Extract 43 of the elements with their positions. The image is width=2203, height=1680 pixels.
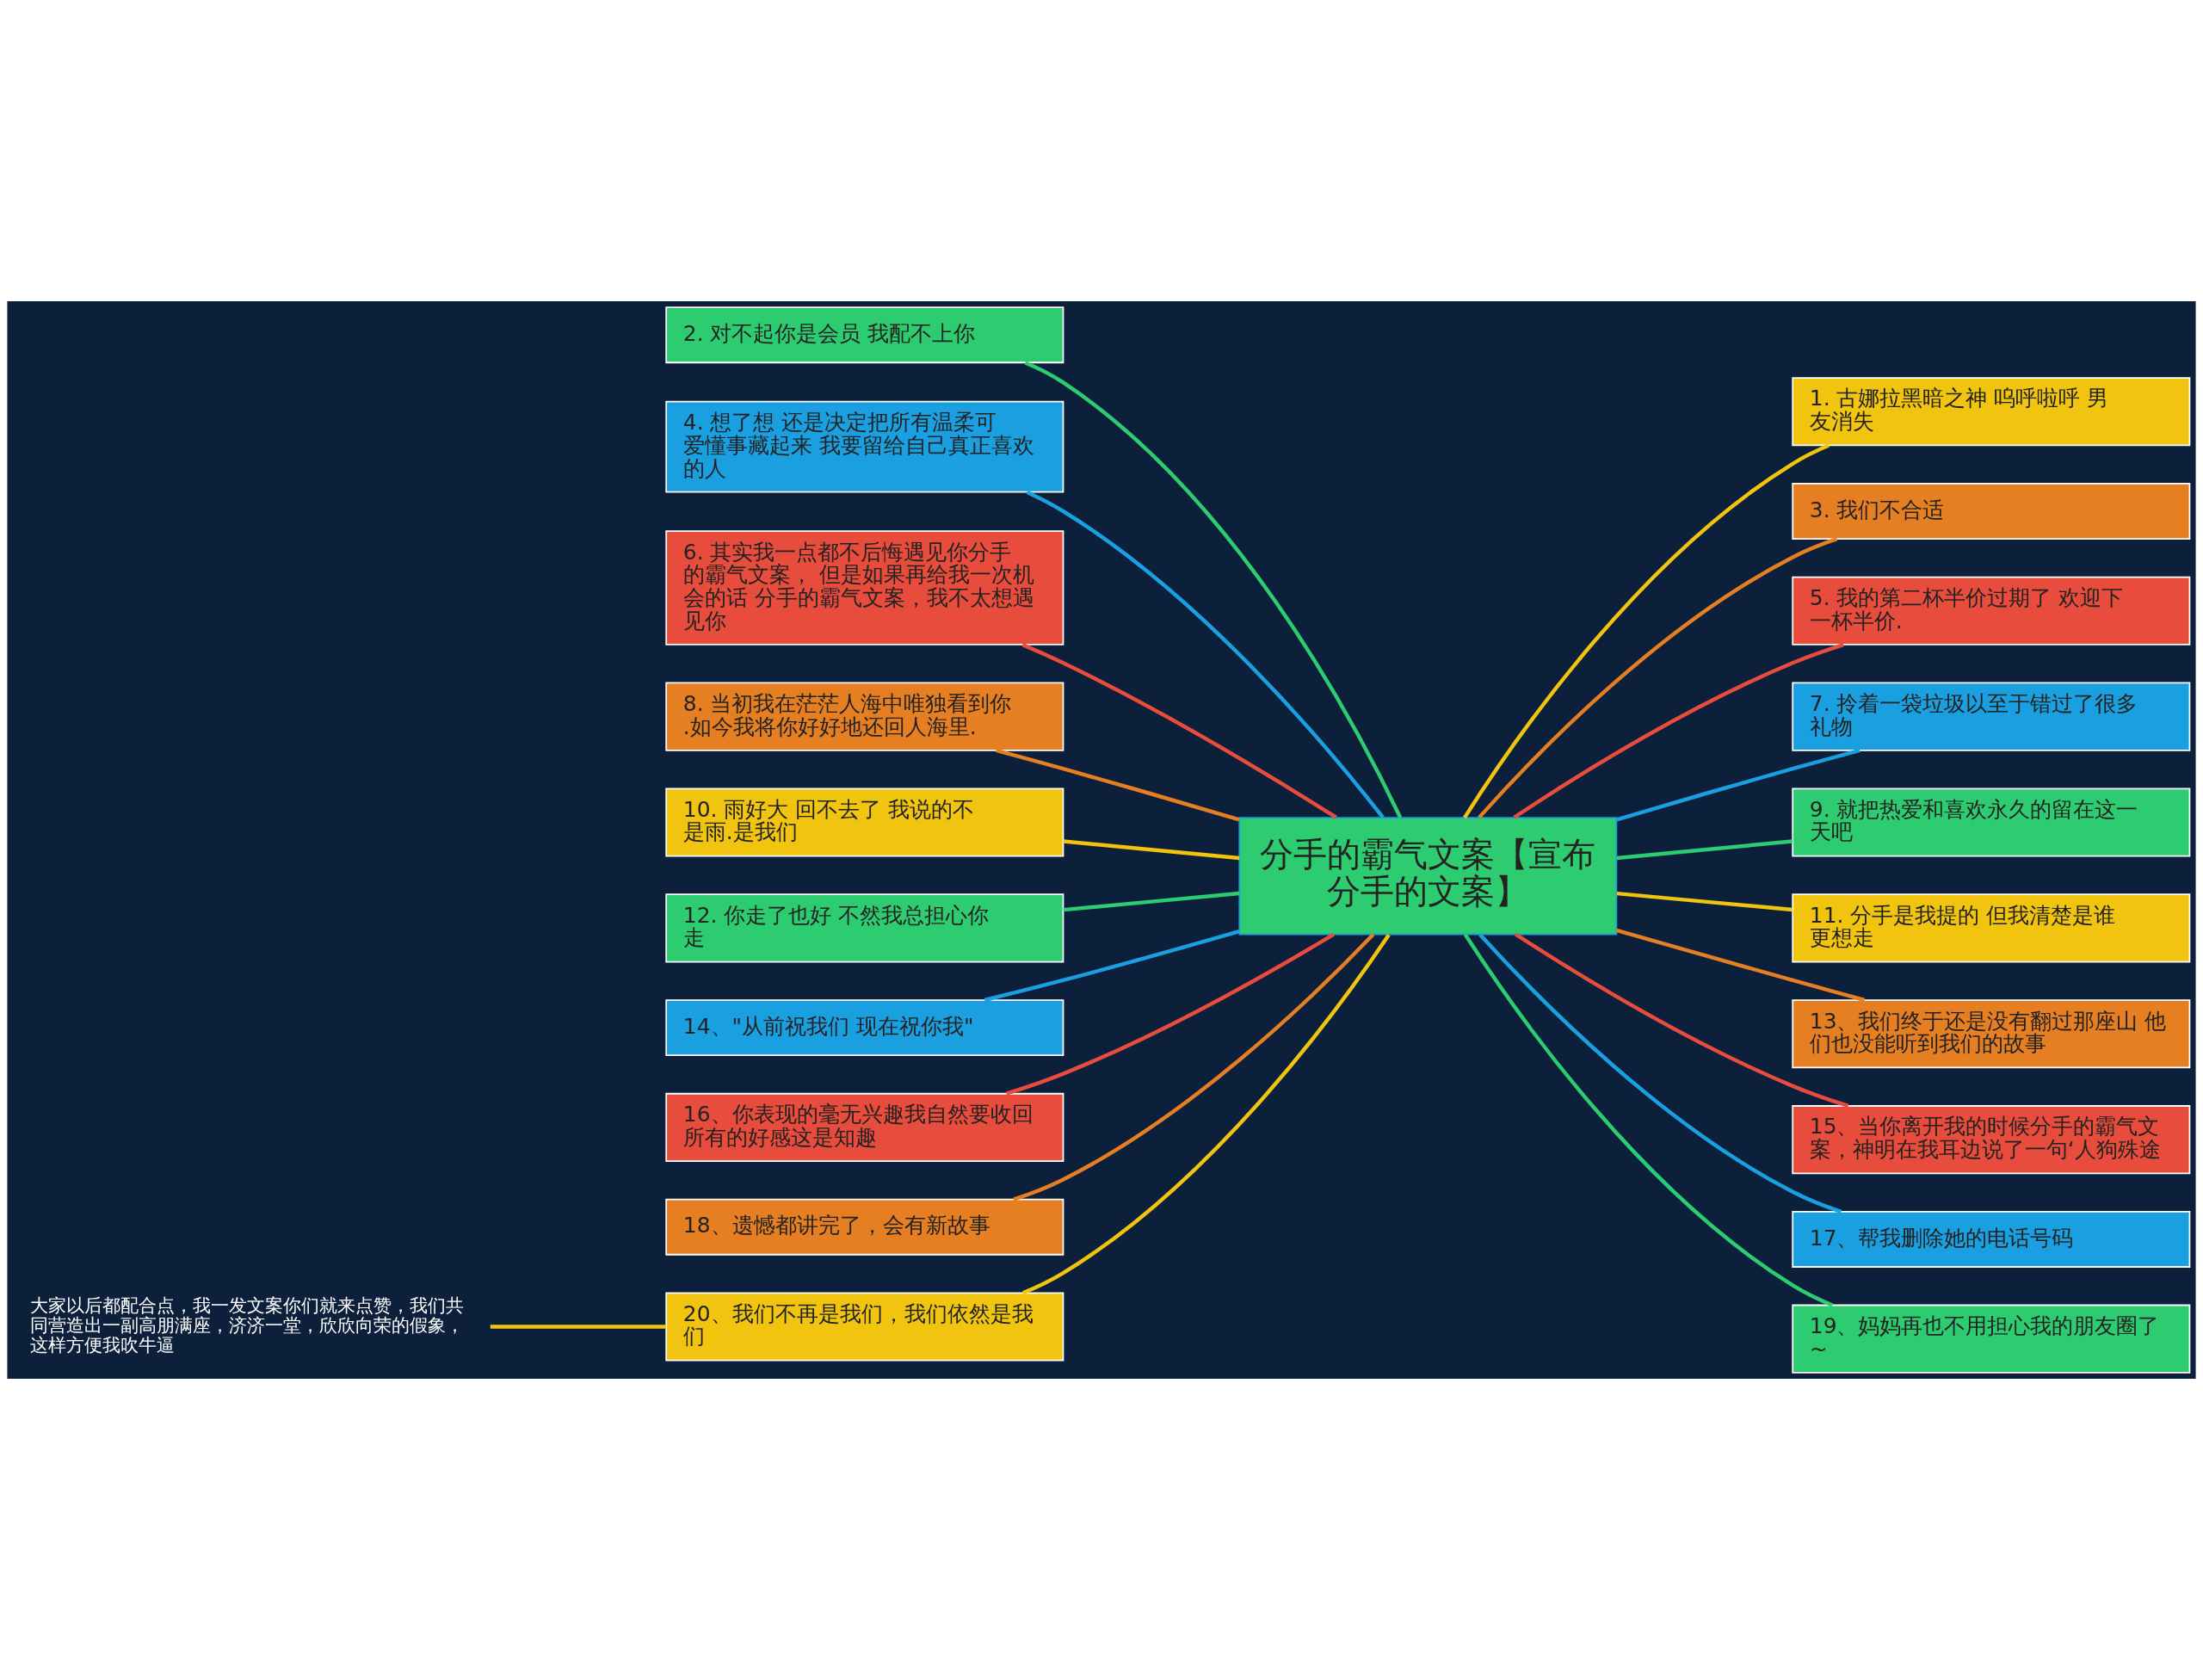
node-box: 2. 对不起你是会员 我配不上你 (665, 306, 1064, 364)
node-text: 大家以后都配合点，我一发文案你们就来点赞，我们共同营造出一副高朋满座，济济一堂，欣欣向荣的假象，这样方便我吹牛逼 (30, 1294, 465, 1356)
node-box: 19、妈妈再也不用担心我的朋友圈了~ (1792, 1304, 2191, 1374)
connector (1513, 643, 1844, 819)
connector (1005, 932, 1336, 1096)
connector (984, 930, 1240, 1003)
node-box: 8. 当初我在茫茫人海中唯独看到你.如今我将你好好地还回人海里. (665, 682, 1064, 751)
node-box: 18、遗憾都讲完了，会有新故事 (665, 1198, 1064, 1256)
connector (1063, 839, 1240, 861)
node-box: 7. 拎着一袋垃圾以至于错过了很多礼物 (1792, 682, 2191, 751)
connector (1615, 928, 1866, 1003)
node-box: 20、我们不再是我们，我们依然是我们 (665, 1292, 1064, 1362)
connector (1463, 933, 1834, 1307)
node-box: 11. 分手是我提的 但我清楚是谁更想走 (1792, 893, 2191, 963)
connector (1616, 748, 1861, 822)
connector (996, 748, 1240, 822)
node-box: 14、"从前祝我们 现在祝你我" (665, 999, 1064, 1057)
node-box: 1. 古娜拉黑暗之神 呜呼啦呼 男友消失 (1792, 377, 2191, 447)
connector (490, 1325, 666, 1329)
connector (1616, 839, 1793, 861)
node-box: 16、你表现的毫无兴趣我自然要收回所有的好感这是知趣 (665, 1092, 1064, 1162)
node-box: 9. 就把热爱和喜欢永久的留在这一天吧 (1792, 788, 2191, 857)
node-box: 6. 其实我一点都不后悔遇见你分手的霸气文案， 但是如果再给我一次机会的话 分手的霸气文案，我不太想遇见你 (665, 530, 1064, 645)
node-box: 13、我们终于还是没有翻过那座山 他们也没能听到我们的故事 (1792, 999, 2191, 1069)
connector (1013, 933, 1375, 1201)
connector (1021, 934, 1391, 1295)
node-box: 3. 我们不合适 (1792, 483, 2191, 540)
node-box: 5. 我的第二杯半价过期了 欢迎下一杯半价. (1792, 576, 2191, 645)
connector (1478, 537, 1838, 819)
node-box: 4. 想了想 还是决定把所有温柔可爱懂事藏起来 我要留给自己真正喜欢的人 (665, 400, 1064, 493)
connector (1026, 490, 1385, 819)
connector (1021, 643, 1337, 819)
connector (1063, 891, 1240, 912)
node-box: 分手的霸气文案【宣布分手的文案】 (1238, 817, 1618, 936)
connector (1478, 933, 1842, 1214)
node-box: 10. 雨好大 回不去了 我说的不是雨.是我们 (665, 788, 1064, 857)
node-box: 12. 你走了也好 不然我总担心你走 (665, 893, 1064, 963)
node-box: 17、帮我删除她的电话号码 (1792, 1211, 2191, 1268)
connector (1463, 443, 1830, 819)
node-box: 15、当你离开我的时候分手的霸气文案，神明在我耳边说了一句‘人狗殊途 (1792, 1105, 2191, 1175)
connector (1616, 891, 1793, 912)
connector (1515, 932, 1849, 1109)
connector (1024, 361, 1403, 818)
